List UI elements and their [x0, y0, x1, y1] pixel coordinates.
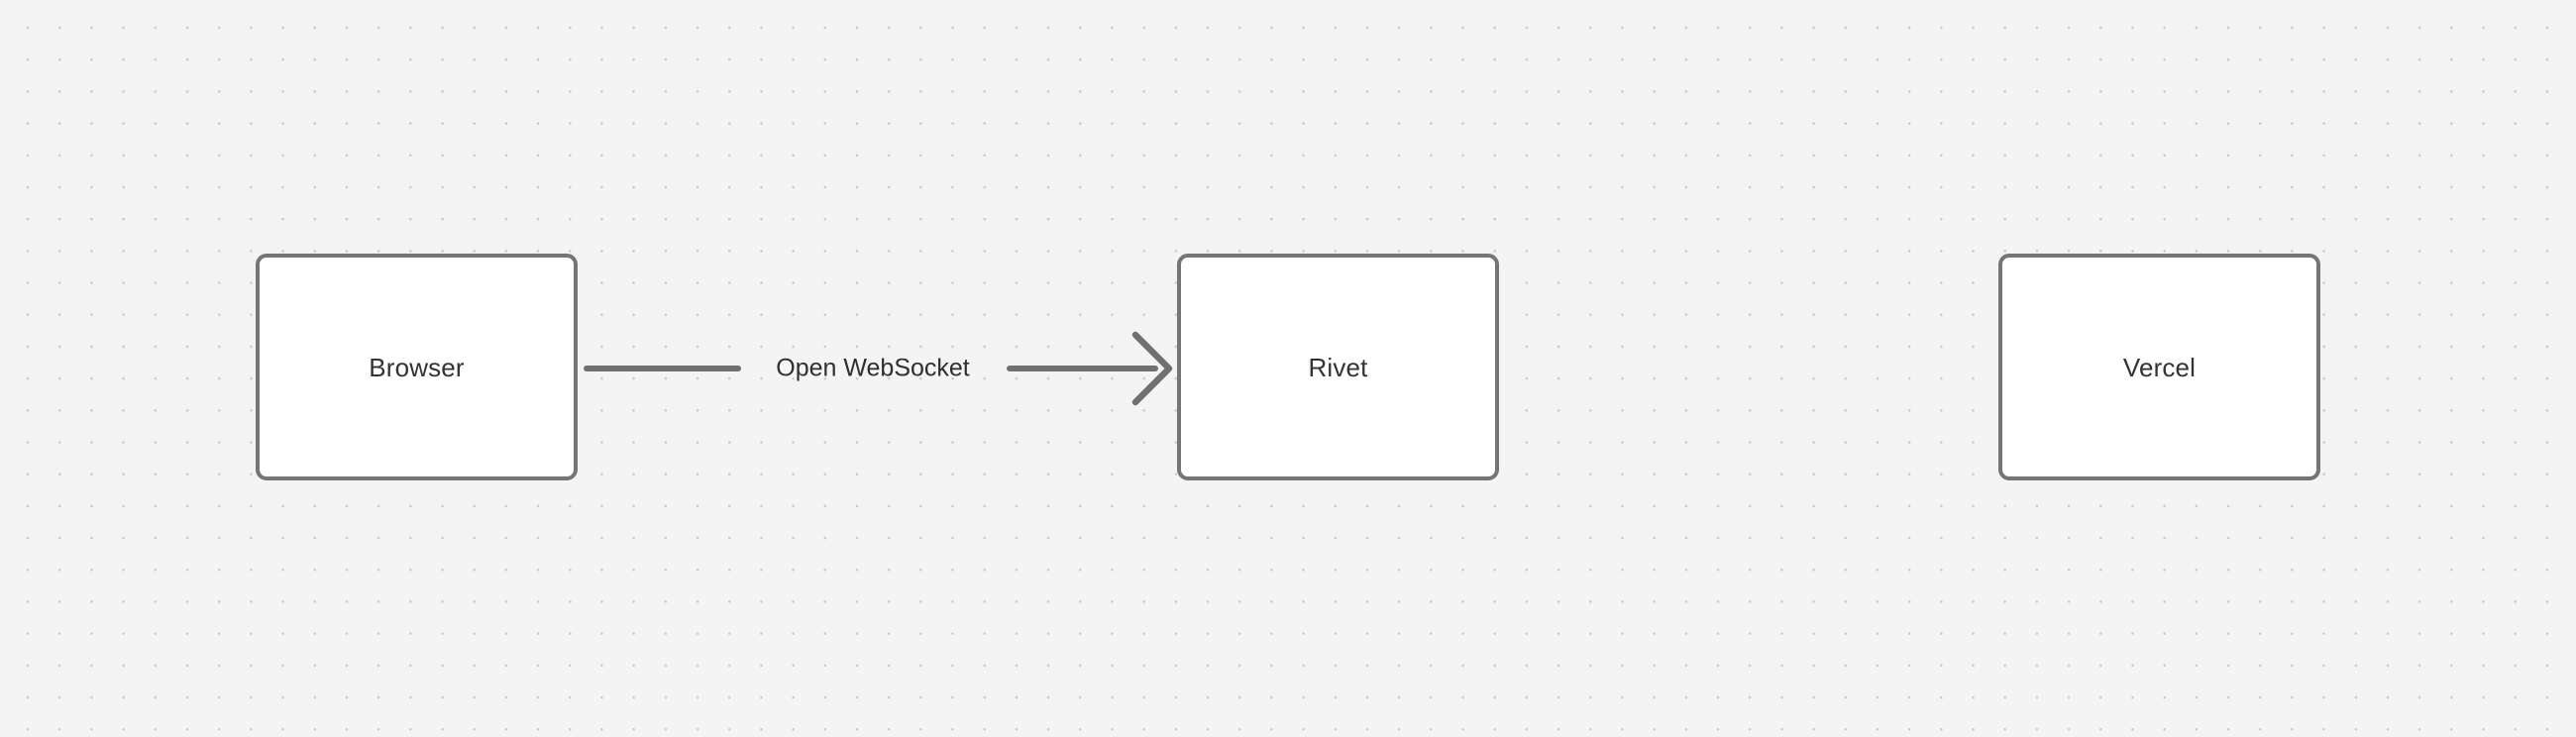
node-label-rivet: Rivet — [1308, 352, 1368, 382]
edge-label-open-websocket: Open WebSocket — [776, 354, 970, 382]
node-label-vercel: Vercel — [2122, 352, 2197, 382]
node-vercel[interactable]: Vercel — [1998, 254, 2320, 480]
arrowhead-icon — [1131, 331, 1173, 406]
node-rivet[interactable]: Rivet — [1177, 254, 1499, 480]
node-browser[interactable]: Browser — [256, 254, 578, 480]
node-label-browser: Browser — [369, 352, 465, 382]
